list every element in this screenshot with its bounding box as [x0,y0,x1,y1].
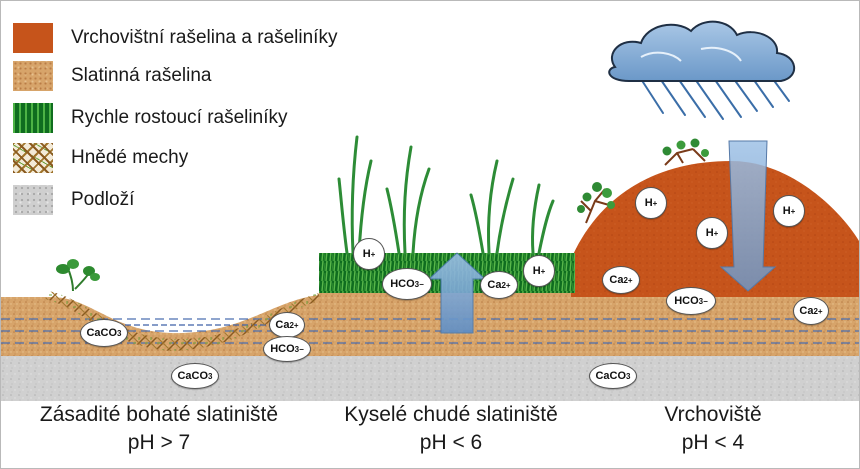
legend-label: Podloží [71,189,135,210]
h-bubble: H+ [696,217,728,249]
legend-item-sphagnum: Rychle rostoucí rašeliníky [13,103,287,133]
downward-flow-arrow [719,140,777,292]
legend-label: Slatinná rašelina [71,65,212,86]
fast-growing-sphagnum-swatch [13,103,53,133]
legend-item-bedrock: Podloží [13,185,134,215]
brown-mosses-swatch [13,143,53,173]
fen-peat-swatch [13,61,53,91]
h-bubble: H+ [523,255,555,287]
sedge-plants [337,135,555,255]
h-bubble: H+ [635,187,667,219]
h-bubble: H+ [773,195,805,227]
zone-name: Kyselé chudé slatiniště [344,403,558,426]
bedrock-layer [1,353,859,401]
legend-item-brown-mosses: Hnědé mechy [13,143,188,173]
zone-caption-poor-fen: Kyselé chudé slatiniště pH < 6 [344,401,558,457]
zone-name: Zásadité bohaté slatiniště [39,403,279,426]
legend-item-fen-peat: Slatinná rašelina [13,61,211,91]
zone-name: Vrchoviště [664,403,762,426]
zone-ph: pH < 6 [419,431,483,454]
legend-label: Rychle rostoucí rašeliníky [71,107,288,128]
dome-shrub-top [662,138,709,166]
bedrock-swatch [13,185,53,215]
rain-cloud-icon [608,20,795,120]
legend-item-raised-bog-peat: Vrchovištní rašelina a rašeliníky [13,23,337,53]
h-bubble: H+ [353,238,385,270]
dome-shrub-left [577,182,615,224]
legend-label: Hnědé mechy [71,147,189,168]
raised-bog-peat-swatch [13,23,53,53]
legend-label: Vrchovištní rašelina a rašeliníky [71,27,338,48]
upward-flow-arrow [427,252,487,334]
zone-ph: pH > 7 [127,431,191,454]
clover-plant [56,259,100,292]
zone-caption-raised-bog: Vrchoviště pH < 4 [664,401,761,457]
zone-caption-rich-fen: Zásadité bohaté slatiniště pH > 7 [40,401,278,457]
zone-ph: pH < 4 [681,431,745,454]
fen-peat-layer [1,259,859,356]
